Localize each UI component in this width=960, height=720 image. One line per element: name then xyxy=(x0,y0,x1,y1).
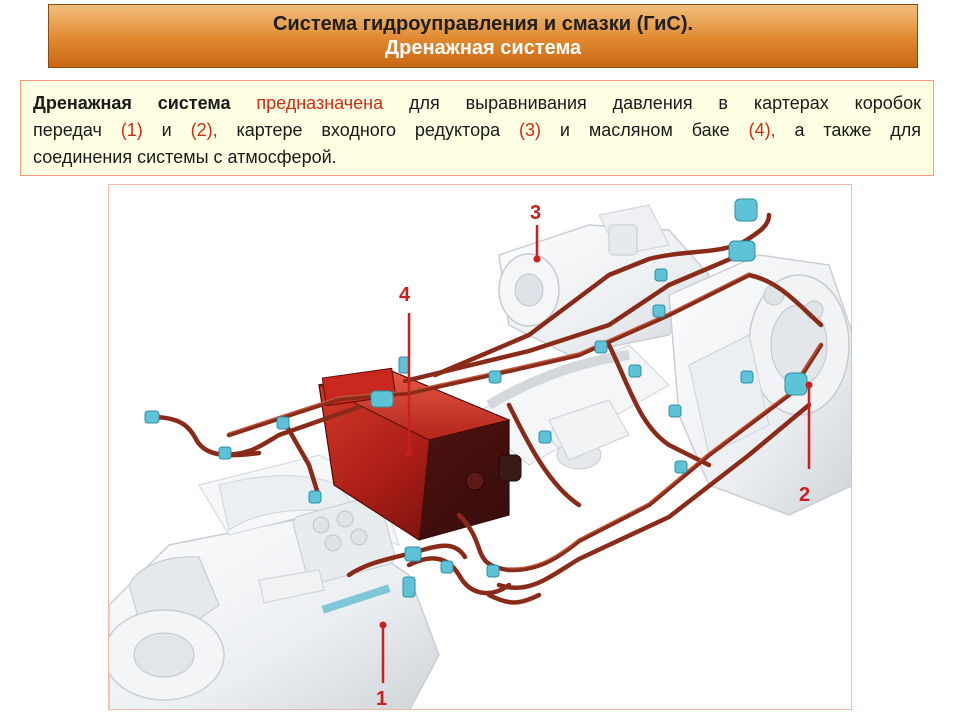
callout-3: 3 xyxy=(530,202,541,224)
description-line-3: соединения системы с атмосферой. xyxy=(33,147,337,167)
description-text: передач xyxy=(33,120,102,140)
description-text: для выравнивания давления в картерах кор… xyxy=(408,93,921,113)
title-banner: Система гидроуправления и смазки (ГиС). … xyxy=(48,4,918,68)
oil-tank-4 xyxy=(317,367,522,541)
drainage-system-illustration: 1 2 3 4 xyxy=(108,184,852,710)
ref-4: (4), xyxy=(748,120,776,140)
description-lead: Дренажная система xyxy=(33,93,231,113)
description-highlight: предназначена xyxy=(256,93,384,113)
callout-leaders xyxy=(381,225,811,683)
ref-3: (3) xyxy=(519,120,542,140)
slide-title: Система гидроуправления и смазки (ГиС). xyxy=(272,13,694,35)
pipe-fittings xyxy=(144,198,808,598)
description-line-1: Дренажная система предназначена для выра… xyxy=(33,90,921,117)
ref-2: (2), xyxy=(190,120,218,140)
description-text: и масляном баке xyxy=(559,120,730,140)
description-text: и xyxy=(161,120,172,140)
description-line-2: передач (1) и (2), картере входного реду… xyxy=(33,117,921,144)
callout-dots xyxy=(379,255,813,629)
description-text: а также для xyxy=(794,120,921,140)
gearbox-housing-2 xyxy=(668,254,851,516)
description-box: Дренажная система предназначена для выра… xyxy=(20,80,934,176)
slide-subtitle: Дренажная система xyxy=(384,37,582,59)
ref-1: (1) xyxy=(120,120,143,140)
illustration-svg: 1 2 3 4 xyxy=(109,198,851,710)
callout-4: 4 xyxy=(399,284,411,306)
callout-1: 1 xyxy=(376,688,387,710)
description-text: картере входного редуктора xyxy=(236,120,501,140)
callout-2: 2 xyxy=(799,484,810,506)
drain-pipes xyxy=(148,212,824,605)
